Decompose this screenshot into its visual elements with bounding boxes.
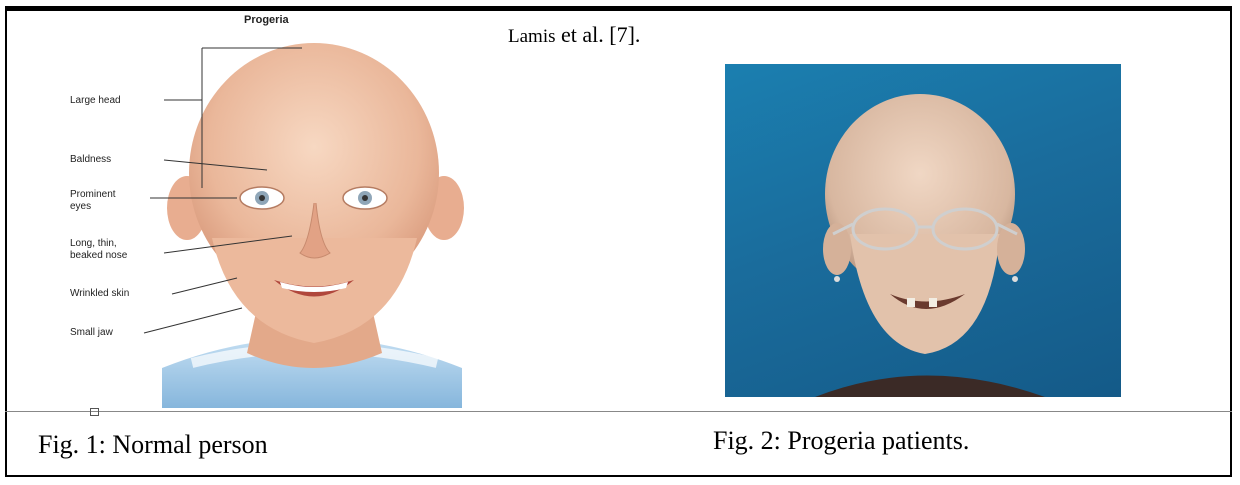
label-nose-1: Long, thin, [70,238,117,250]
patient-photo-placeholder [725,64,1121,397]
label-prominent-2: eyes [70,201,91,213]
clothing [815,376,1045,398]
figure-1-caption: Fig. 1: Normal person [38,430,268,460]
label-wrinkled-skin: Wrinkled skin [70,288,129,300]
label-small-jaw: Small jaw [70,327,113,339]
label-large-head: Large head [70,95,121,107]
citation-author: Lamis [508,26,556,47]
citation: Lamis et al. [7]. [508,22,640,48]
caption-divider [5,411,1232,412]
citation-rest: et al. [7]. [556,22,641,47]
small-square-icon [90,408,99,416]
progeria-diagram [52,8,482,408]
label-baldness: Baldness [70,154,111,166]
figure-2-photo [725,64,1121,397]
label-prominent-1: Prominent [70,189,116,201]
photo-face [850,234,1000,354]
figure-1-illustration: Progeria Large head Baldness Prominent e… [52,8,482,408]
figure-2-caption: Fig. 2: Progeria patients. [713,426,969,456]
label-nose-2: beaked nose [70,250,127,262]
diagram-title: Progeria [244,14,289,26]
